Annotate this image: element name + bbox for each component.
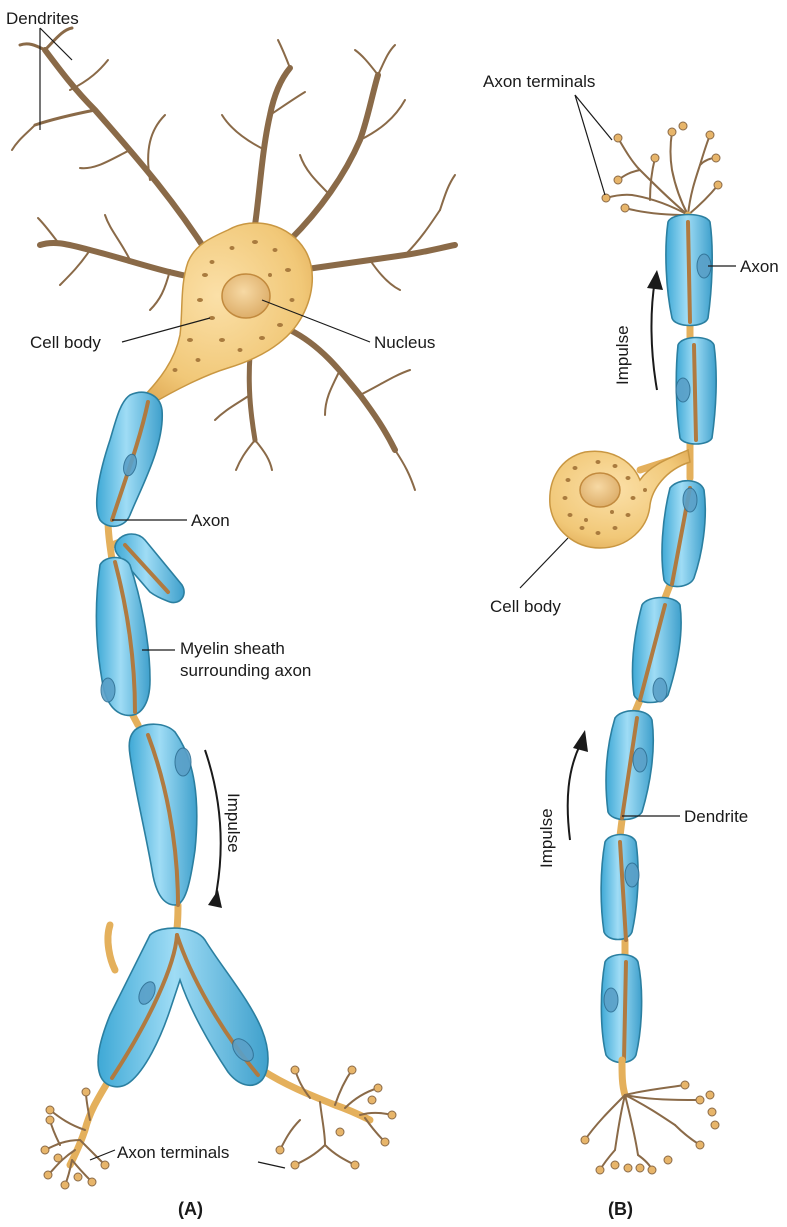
axon-terminals-b-top <box>602 122 722 215</box>
nucleus-b <box>580 473 620 507</box>
label-dendrites: Dendrites <box>6 9 79 28</box>
label-axon-b: Axon <box>740 257 779 276</box>
cell-body-a <box>140 223 312 405</box>
label-impulse-a: Impulse <box>224 793 243 853</box>
label-axon-terminals-b: Axon terminals <box>483 72 595 91</box>
dendrite-terminals-b <box>581 1060 719 1174</box>
impulse-arrow-b-top <box>651 280 657 390</box>
panel-b: Axon terminals Axon Impulse Cell body De… <box>483 72 779 1219</box>
myelin-sheath-a <box>96 392 268 1086</box>
leader-lines-b <box>520 95 736 816</box>
axon-terminals-a-right <box>276 1066 396 1169</box>
impulse-arrow-a <box>205 750 221 900</box>
label-cell-body-b: Cell body <box>490 597 561 616</box>
impulse-arrowhead-b-top <box>647 270 663 290</box>
label-impulse-b-top: Impulse <box>613 325 632 385</box>
label-cell-body-a: Cell body <box>30 333 101 352</box>
panel-a: Dendrites Cell body Nucleus Axon Myelin … <box>6 9 455 1219</box>
nucleus-a <box>222 274 270 318</box>
label-axon-terminals-a: Axon terminals <box>117 1143 229 1162</box>
label-myelin-line2: surrounding axon <box>180 661 311 680</box>
impulse-arrow-b-bottom <box>568 745 580 840</box>
panel-letter-b: (B) <box>608 1199 633 1219</box>
label-impulse-b-bottom: Impulse <box>537 808 556 868</box>
panel-letter-a: (A) <box>178 1199 203 1219</box>
label-dendrite-b: Dendrite <box>684 807 748 826</box>
label-myelin-line1: Myelin sheath <box>180 639 285 658</box>
label-axon-a: Axon <box>191 511 230 530</box>
impulse-arrowhead-b-bottom <box>573 730 588 752</box>
impulse-arrowhead-a <box>208 890 222 908</box>
label-nucleus: Nucleus <box>374 333 435 352</box>
